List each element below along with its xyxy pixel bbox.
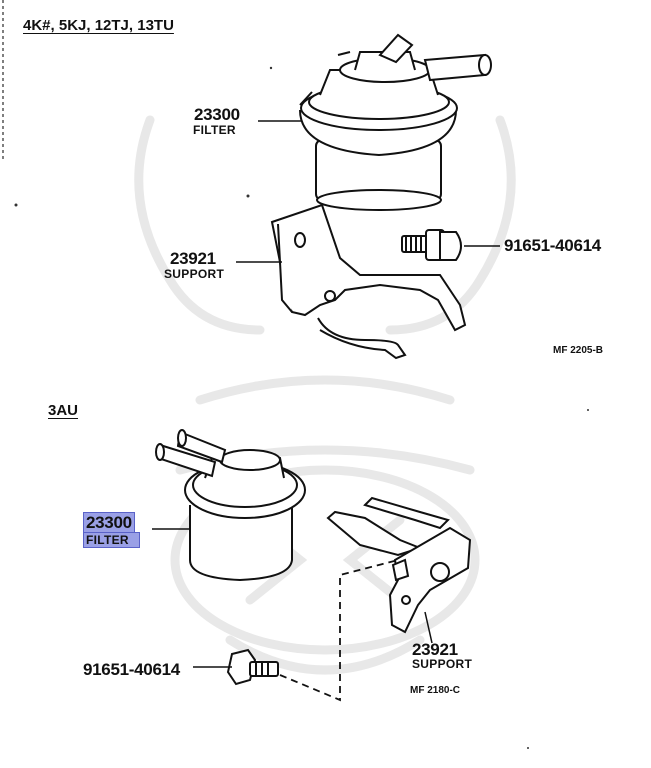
section-title-bottom: 3AU bbox=[48, 402, 79, 419]
bottom-filter-part-number[interactable]: 23300 bbox=[83, 512, 135, 533]
bottom-support-name: SUPPORT bbox=[412, 657, 473, 671]
bottom-support-part-number: 23921 bbox=[412, 640, 458, 659]
top-bolt-part-number: 91651-40614 bbox=[504, 236, 601, 255]
bottom-support-drawing bbox=[326, 496, 472, 634]
bottom-bolt-part-number: 91651-40614 bbox=[83, 660, 180, 679]
top-support-name: SUPPORT bbox=[164, 267, 225, 281]
bottom-bolt-dashed-path bbox=[279, 559, 399, 702]
top-diagram-code: MF 2205-B bbox=[553, 345, 604, 356]
bottom-support-leader bbox=[424, 611, 433, 644]
bottom-diagram-code: MF 2180-C bbox=[410, 685, 461, 696]
bottom-filter-name[interactable]: FILTER bbox=[83, 532, 140, 548]
top-filter-drawing bbox=[299, 33, 492, 211]
top-filter-part-number: 23300 bbox=[194, 105, 240, 124]
bottom-bolt-drawing bbox=[226, 648, 279, 686]
bottom-filter-drawing bbox=[155, 429, 306, 582]
top-support-part-number: 23921 bbox=[170, 249, 216, 268]
top-filter-name: FILTER bbox=[193, 123, 236, 137]
section-title-top: 4K#, 5KJ, 12TJ, 13TU bbox=[23, 17, 174, 34]
scan-specks bbox=[14, 66, 589, 749]
top-support-drawing bbox=[270, 203, 467, 360]
top-bolt-drawing bbox=[401, 229, 462, 261]
